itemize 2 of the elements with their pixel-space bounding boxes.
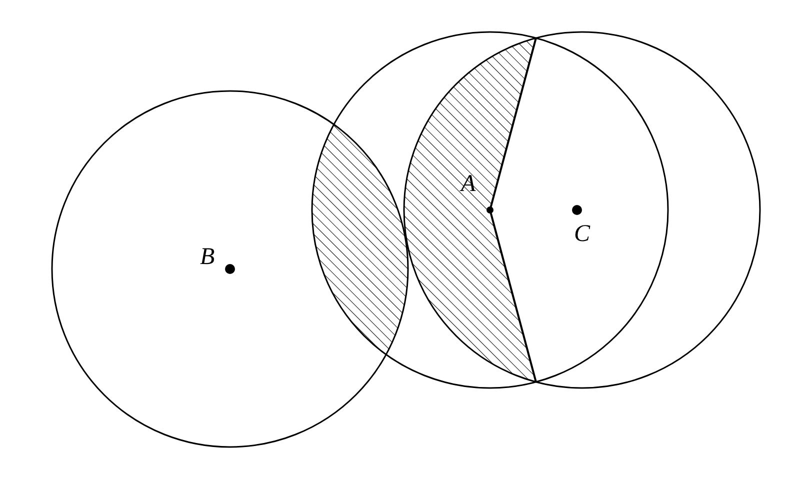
point-label: B [200, 245, 215, 269]
point-label: C [574, 222, 590, 246]
